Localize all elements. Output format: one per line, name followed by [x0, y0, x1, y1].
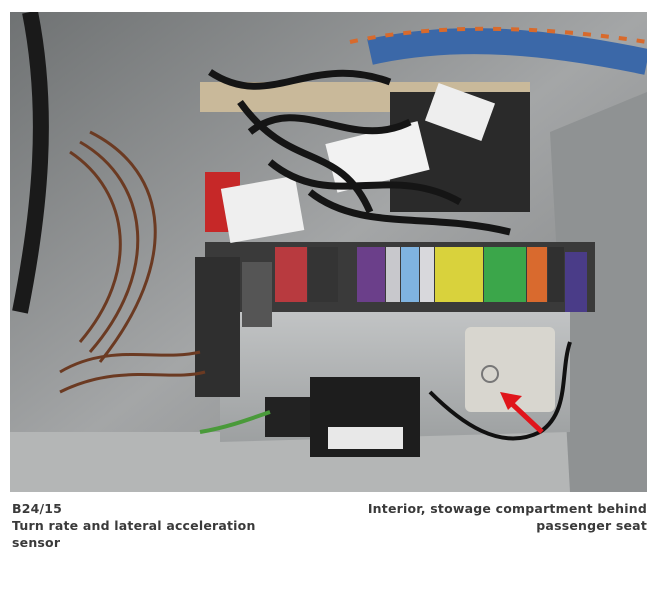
orange-wires — [349, 26, 647, 44]
fuse-row — [275, 247, 587, 312]
small-connector — [265, 397, 310, 437]
component-name-line2: sensor — [12, 535, 61, 550]
caption-right: Interior, stowage compartment behind pas… — [327, 500, 647, 534]
sensor-logo — [481, 365, 499, 383]
wiring-harness — [208, 69, 511, 236]
label-sticker — [220, 175, 305, 243]
black-harness — [12, 12, 49, 314]
turn-rate-sensor — [465, 327, 555, 412]
connector-stack — [195, 257, 240, 397]
label-sticker — [424, 82, 496, 142]
connector-label — [328, 427, 403, 449]
blue-harness — [367, 28, 647, 75]
brown-wires — [59, 130, 206, 394]
component-name-line1: Turn rate and lateral acceleration — [12, 518, 256, 533]
location-line1: Interior, stowage compartment behind — [367, 501, 647, 516]
red-arrow-icon — [500, 392, 544, 434]
photo-illustration — [10, 12, 647, 492]
ground-wire — [199, 410, 271, 434]
grey-connector — [242, 262, 272, 327]
component-code: B24/15 — [12, 501, 63, 516]
vehicle-interior-photo — [10, 12, 647, 492]
caption-left: B24/15 Turn rate and lateral acceleratio… — [12, 500, 312, 551]
label-sticker — [325, 121, 430, 193]
location-line2: passenger seat — [536, 518, 647, 533]
side-wall — [550, 92, 647, 492]
